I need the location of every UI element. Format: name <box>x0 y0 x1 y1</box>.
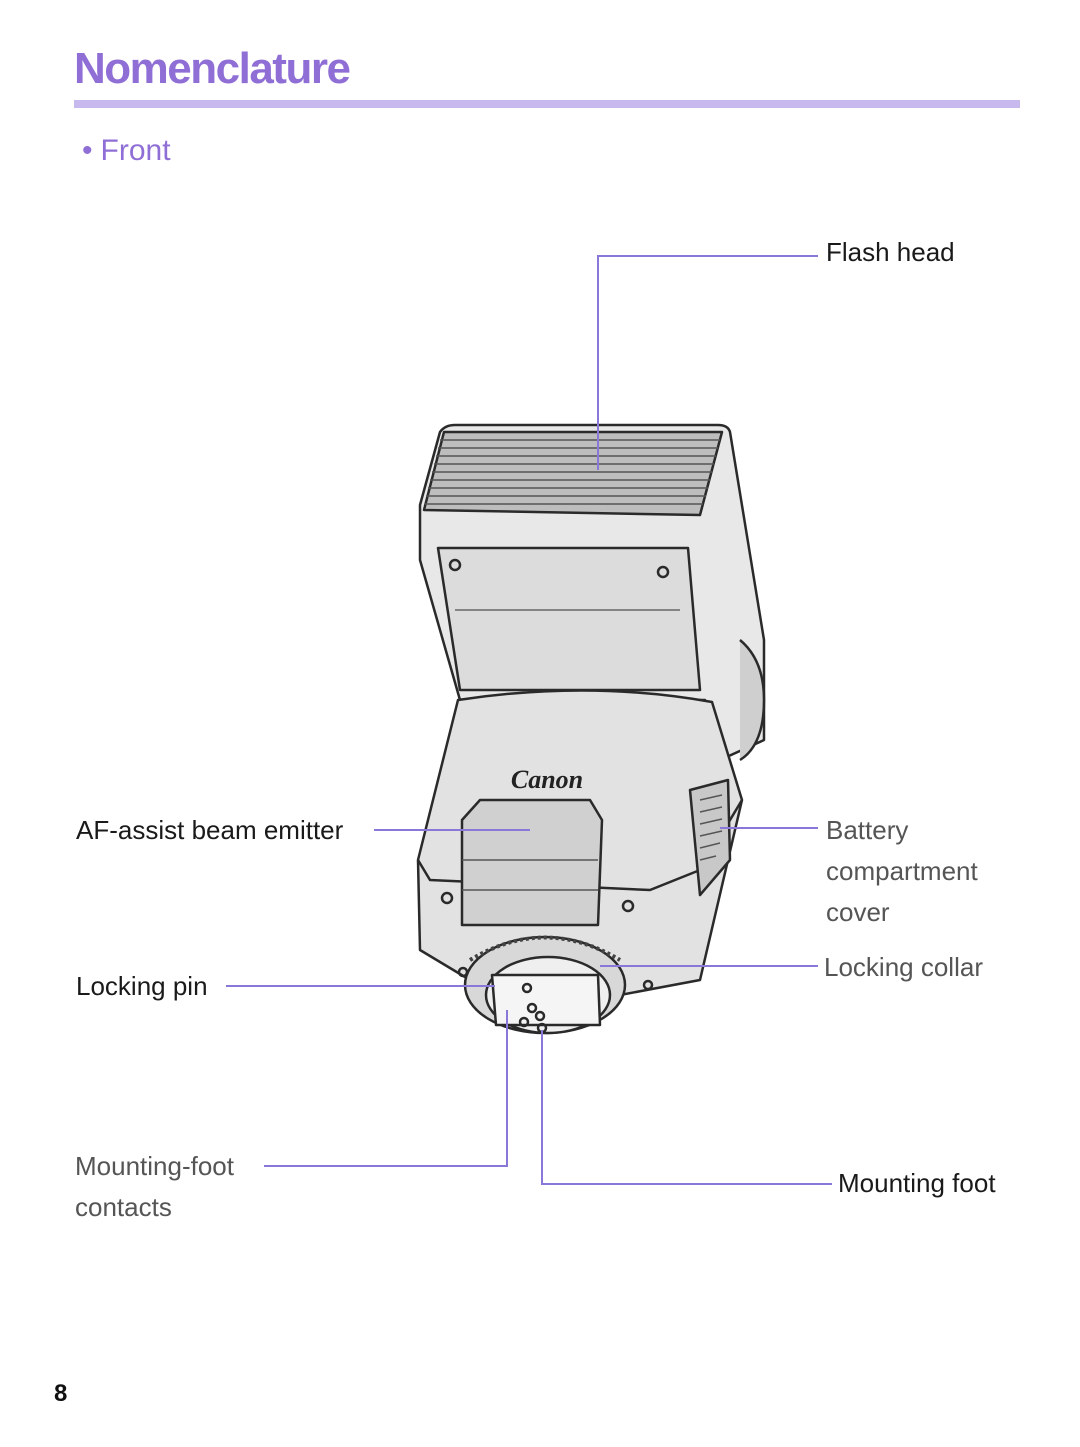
flash-body-illustration <box>416 689 744 997</box>
label-flash-head: Flash head <box>826 237 955 267</box>
label-battery-line1: Battery <box>826 815 909 845</box>
title-rule <box>74 100 1020 108</box>
label-battery-line2: compartment <box>826 856 978 886</box>
page-title: Nomenclature <box>74 44 351 93</box>
mounting-foot-illustration <box>463 935 627 1035</box>
label-mounting-foot: Mounting foot <box>838 1168 996 1198</box>
label-battery-line3: cover <box>826 897 890 927</box>
leader-lines <box>226 255 832 1185</box>
label-locking-pin: Locking pin <box>76 971 208 1001</box>
label-mounting-foot-contacts-line2: contacts <box>75 1192 172 1222</box>
label-locking-collar: Locking collar <box>824 952 983 982</box>
section-title: Front <box>100 134 171 167</box>
section-bullet: • <box>82 134 93 167</box>
label-af-assist-beam-emitter: AF-assist beam emitter <box>76 815 344 845</box>
label-mounting-foot-contacts-line1: Mounting-foot <box>75 1151 234 1181</box>
page-number: 8 <box>54 1380 68 1407</box>
canon-logo: Canon <box>511 765 583 794</box>
flash-head-illustration <box>418 423 766 762</box>
section-heading: •Front <box>82 134 171 168</box>
